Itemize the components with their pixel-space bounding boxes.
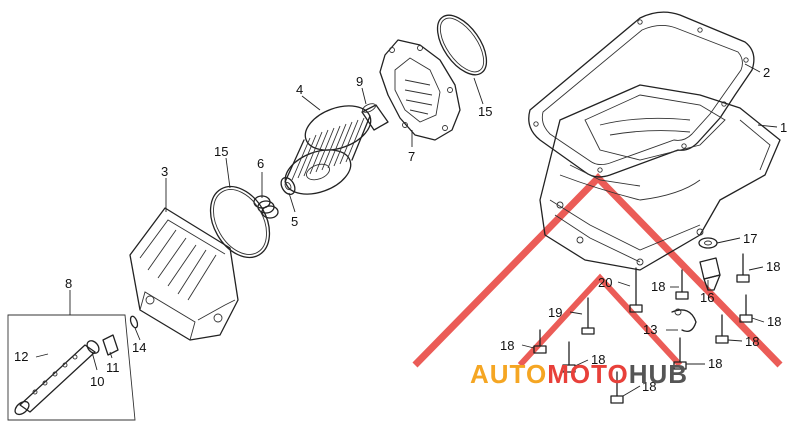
- small-o-ring: [129, 315, 139, 329]
- callout-9: 9: [356, 74, 363, 89]
- callout-1: 1: [780, 120, 787, 135]
- callout-18-a: 18: [766, 259, 780, 274]
- oil-pipe: [671, 308, 697, 333]
- oil-filter-element: [284, 105, 372, 195]
- watermark-text: AUTOMOTOHUB: [470, 359, 688, 389]
- callout-7: 7: [408, 149, 415, 164]
- callout-5: 5: [291, 214, 298, 229]
- callout-2: 2: [763, 65, 770, 80]
- drain-bolt: [699, 257, 721, 291]
- callout-18-g: 18: [708, 356, 722, 371]
- sealing-washer: [698, 237, 718, 249]
- callout-18-e: 18: [500, 338, 514, 353]
- callout-13: 13: [643, 322, 657, 337]
- oil-pan-gasket: [528, 11, 755, 178]
- callout-17: 17: [743, 231, 757, 246]
- oil-strainer-group: [7, 314, 136, 421]
- bolt-20: [629, 267, 643, 313]
- callout-15-upper: 15: [478, 104, 492, 119]
- callout-12: 12: [14, 349, 28, 364]
- oil-filter-cover: [129, 207, 239, 341]
- callout-8: 8: [65, 276, 72, 291]
- callout-4: 4: [296, 82, 303, 97]
- callout-19: 19: [548, 305, 562, 320]
- callout-18-d: 18: [745, 334, 759, 349]
- o-ring-lower: [209, 185, 271, 259]
- oil-pan: [539, 84, 781, 271]
- washer: [280, 176, 296, 196]
- callout-14: 14: [132, 340, 146, 355]
- bolt-19: [581, 297, 595, 335]
- callout-18-c: 18: [767, 314, 781, 329]
- callout-18-f: 18: [591, 352, 605, 367]
- callout-11: 11: [106, 360, 120, 375]
- oil-pump-cover: [379, 39, 461, 141]
- callout-18-h: 18: [642, 379, 656, 394]
- callout-18-b: 18: [651, 279, 665, 294]
- callout-labels: 1 2 3 4 5 6 7 8 9 10 11 12 13 14 15 15 1…: [14, 65, 787, 394]
- watermark-auto: AUTO: [470, 359, 547, 389]
- watermark-moto: MOTO: [547, 359, 629, 389]
- collar: [361, 103, 389, 131]
- callout-3: 3: [161, 164, 168, 179]
- callout-10: 10: [90, 374, 104, 389]
- o-ring-upper: [436, 14, 488, 76]
- watermark-hub: HUB: [629, 359, 688, 389]
- svg-text:AUTOMOTOHUB: AUTOMOTOHUB: [470, 359, 688, 389]
- callout-16: 16: [700, 290, 714, 305]
- flange-bolts: [533, 253, 753, 404]
- watermark-logo: [412, 172, 783, 368]
- callout-15-lower: 15: [214, 144, 228, 159]
- callout-20: 20: [598, 275, 612, 290]
- callout-6: 6: [257, 156, 264, 171]
- leader-lines: [35, 63, 778, 397]
